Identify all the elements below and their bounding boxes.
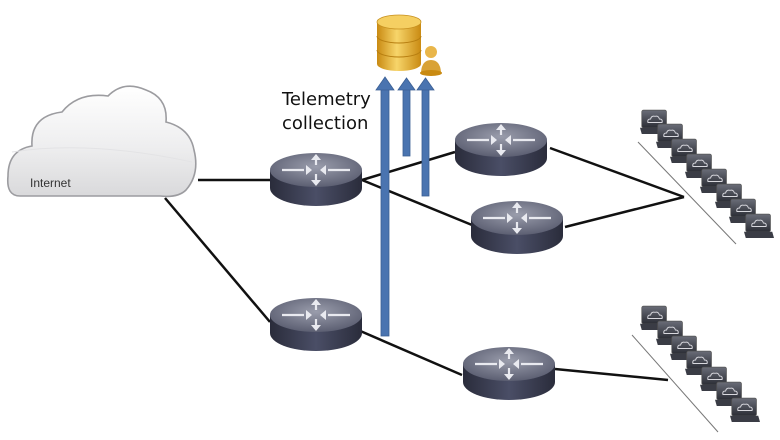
link-router-top-core-2 bbox=[361, 178, 473, 227]
client-group-top-bar bbox=[637, 141, 737, 245]
network-links bbox=[164, 146, 685, 382]
link-core-1-clients bbox=[549, 146, 685, 199]
internet-label: Internet bbox=[30, 176, 71, 190]
router-core-2-icon bbox=[469, 199, 565, 256]
telemetry-label-line2: collection bbox=[282, 113, 369, 134]
telemetry-arrows bbox=[375, 76, 435, 337]
router-edge-bottom-icon bbox=[268, 296, 364, 353]
telemetry-arrow-3 bbox=[416, 77, 435, 197]
telemetry-label-line1: Telemetry bbox=[282, 89, 371, 110]
link-router-bottom-core-3 bbox=[357, 328, 463, 377]
telemetry-arrow-2 bbox=[397, 77, 416, 157]
client-group-bottom-bar bbox=[631, 334, 719, 433]
link-router-top-core-1 bbox=[361, 150, 456, 182]
telemetry-label: Telemetry collection bbox=[282, 88, 371, 136]
client-group-top bbox=[637, 109, 774, 245]
link-cloud-router-bottom bbox=[164, 197, 271, 323]
router-edge-top-icon bbox=[268, 151, 364, 208]
link-core-2-clients bbox=[564, 195, 685, 229]
link-core-3-clients bbox=[554, 367, 669, 382]
database-collector-icon bbox=[376, 14, 442, 76]
client-laptop-icon bbox=[730, 397, 760, 423]
internet-cloud-icon bbox=[6, 85, 197, 198]
telemetry-arrow-1 bbox=[375, 76, 395, 337]
client-laptop-icon bbox=[744, 213, 774, 239]
router-core-3-icon bbox=[461, 345, 557, 402]
client-group-bottom bbox=[631, 305, 760, 433]
router-core-1-icon bbox=[453, 121, 549, 178]
